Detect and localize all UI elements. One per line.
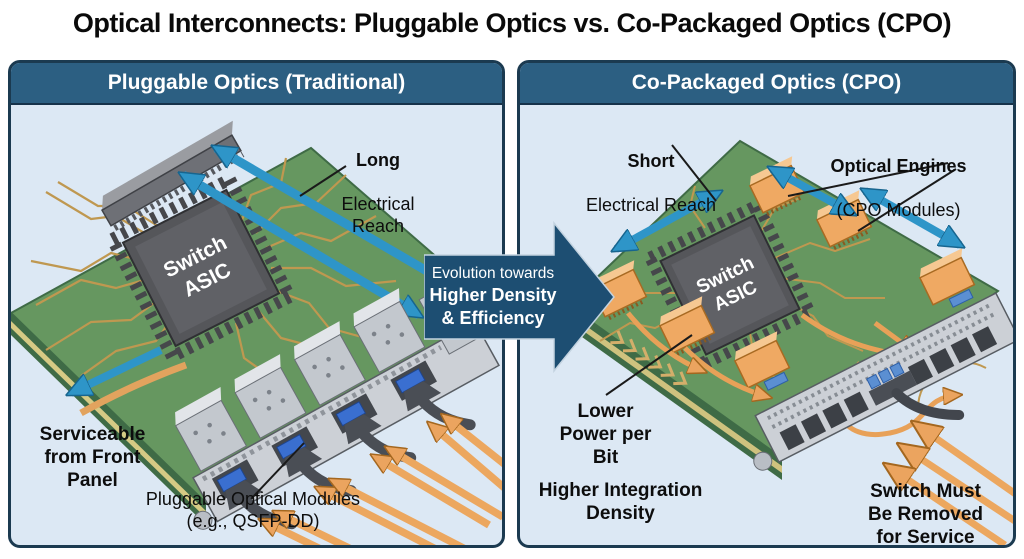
label-optical-engines: Optical Engines (CPO Modules) bbox=[830, 155, 967, 220]
label-higher-integration-density: Higher Integration Density bbox=[538, 480, 703, 525]
edge-fiber-stripe bbox=[79, 361, 188, 417]
thumbscrew bbox=[753, 451, 773, 471]
evolution-line3: & Efficiency bbox=[441, 308, 545, 329]
evolution-line1: Evolution towards bbox=[431, 264, 555, 282]
page-title: Optical Interconnects: Pluggable Optics … bbox=[72, 8, 952, 38]
optical-engine-module bbox=[918, 248, 976, 308]
front-panel-cages bbox=[174, 282, 500, 530]
label-pluggable-modules: Pluggable Optical Modules (e.g., QSFP-DD… bbox=[145, 489, 361, 531]
thumbscrew bbox=[193, 510, 213, 530]
cpo-board-illustration: Switch ASIC bbox=[566, 139, 1013, 545]
edge-connector bbox=[100, 120, 245, 231]
sfp-cage bbox=[293, 321, 417, 464]
label-lower-power-per-bit: Lower Power per Bit bbox=[559, 401, 652, 469]
panel-header-cpo: Co-Packaged Optics (CPO) bbox=[520, 63, 1013, 105]
sfp-cage-row bbox=[174, 288, 476, 530]
label-serviceable-front-panel: Serviceable from Front Panel bbox=[39, 424, 146, 492]
fiber-cable-arrows bbox=[263, 417, 502, 545]
fiber-cable-arrows bbox=[889, 425, 1013, 545]
fiber-connector bbox=[866, 362, 965, 421]
pcb-side-edge bbox=[11, 313, 206, 525]
optical-engine-module bbox=[733, 331, 791, 391]
evolution-arrow-text: Evolution towards Higher Density & Effic… bbox=[428, 221, 558, 373]
pluggable-board-illustration: Switch ASIC bbox=[11, 120, 502, 545]
panel-pluggable-optics: Pluggable Optics (Traditional) bbox=[8, 60, 505, 548]
panel-header-pluggable: Pluggable Optics (Traditional) bbox=[11, 63, 502, 105]
evolution-line2: Higher Density bbox=[429, 284, 557, 305]
pointer-lines bbox=[605, 144, 957, 396]
front-faceplate bbox=[753, 292, 1013, 471]
evolution-arrow: Evolution towards Higher Density & Effic… bbox=[423, 220, 616, 374]
faceplate-ports bbox=[779, 326, 998, 451]
pcb-side-edge bbox=[568, 305, 782, 480]
label-switch-removed-for-service: Switch Must Be Removed for Service bbox=[867, 481, 984, 548]
pointer-lines bbox=[250, 165, 347, 500]
